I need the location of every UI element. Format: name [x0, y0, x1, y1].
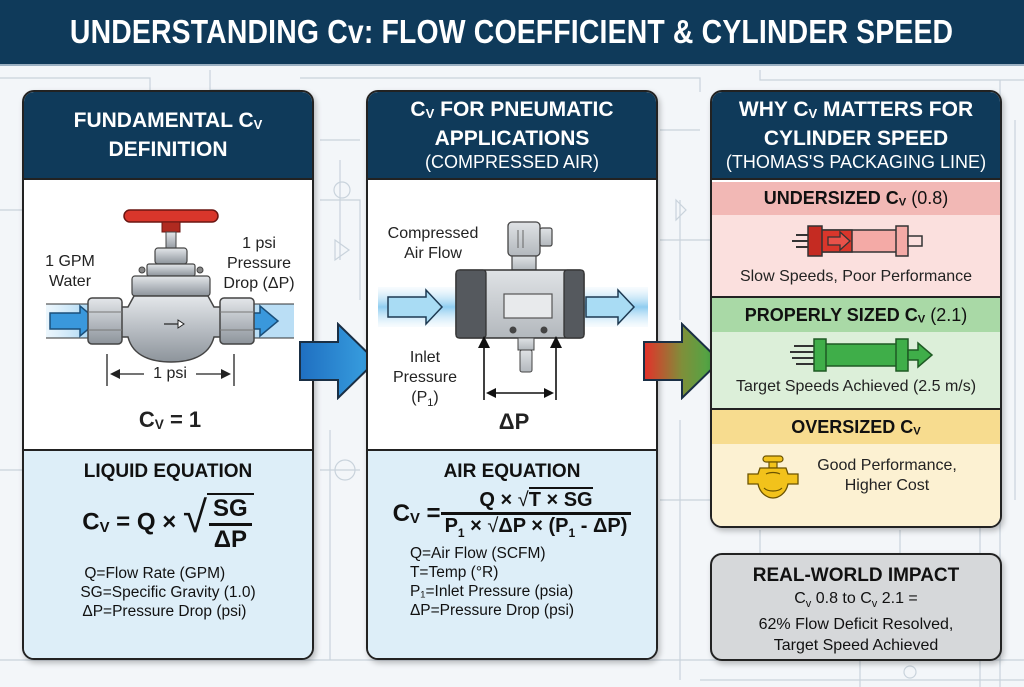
- properly-sized-section: PROPERLY SIZED CV (2.1) Target Speeds Ac…: [712, 298, 1000, 410]
- solenoid-valve-icon: [378, 221, 648, 400]
- impact-line-2: 62% Flow Deficit Resolved,: [758, 616, 954, 634]
- panel-header: FUNDAMENTAL CV DEFINITION: [24, 92, 312, 180]
- undersized-section: UNDERSIZED CV (0.8) Slow Speeds, Poor Pe…: [712, 182, 1000, 298]
- liquid-equation-box: LIQUID EQUATION CV = Q × √ SG ΔP Q=Flow …: [24, 449, 312, 658]
- section-text: Target Speeds Achieved (2.5 m/s): [735, 378, 977, 395]
- blue-transition-arrow-icon: [299, 322, 378, 400]
- panel-title: FUNDAMENTAL C: [73, 109, 254, 133]
- sqrt-symbol: √: [182, 493, 208, 542]
- equation-title: LIQUID EQUATION: [83, 461, 253, 482]
- oversized-valve-icon: [747, 455, 799, 499]
- panel-title: FOR PNEUMATIC: [434, 98, 614, 122]
- sqrt-symbol: √: [517, 489, 529, 511]
- impact-line-1: Cv 0.8 to Cv 2.1 =: [794, 590, 918, 611]
- dimension-label: 1 psi: [153, 365, 187, 382]
- liquid-equation: CV = Q × √ SG ΔP: [24, 493, 312, 554]
- impact-title: REAL-WORLD IMPACT: [752, 565, 960, 586]
- red-green-transition-arrow-icon: [643, 322, 722, 400]
- page-header: UNDERSTANDING Cv: FLOW COEFFICIENT & CYL…: [0, 0, 1024, 66]
- panel-header: WHY CV MATTERS FOR CYLINDER SPEED (THOMA…: [712, 92, 1000, 180]
- panel-title: WHY C: [738, 98, 809, 122]
- air-equation-box: AIR EQUATION CV = Q × √T × SG P1 × √ΔP ×…: [368, 449, 656, 658]
- panel-subtitle: (THOMAS'S PACKAGING LINE): [725, 151, 987, 172]
- impact-line-3: Target Speed Achieved: [773, 637, 939, 655]
- pressure-drop-label: 1 psi Pressure Drop (ΔP): [223, 235, 295, 292]
- pneumatic-cv-panel: CV FOR PNEUMATIC APPLICATIONS (COMPRESSE…: [366, 90, 658, 660]
- equation-title: AIR EQUATION: [443, 461, 581, 482]
- panel-subtitle: (COMPRESSED AIR): [424, 151, 600, 172]
- air-equation: CV = Q × √T × SG P1 × √ΔP × (P1 - ΔP): [368, 487, 656, 540]
- fast-cylinder-icon: [790, 338, 934, 372]
- delta-p-label: ΔP: [498, 409, 530, 434]
- slow-cylinder-icon: [792, 225, 923, 257]
- page-title: UNDERSTANDING Cv: FLOW COEFFICIENT & CYL…: [70, 13, 954, 50]
- cv-result: CV = 1: [138, 407, 202, 433]
- equation-legend: Q=Air Flow (SCFM) T=Temp (°R) P₁=Inlet P…: [409, 544, 575, 619]
- section-text: Good Performance, Higher Cost: [817, 457, 957, 494]
- panel-header: CV FOR PNEUMATIC APPLICATIONS (COMPRESSE…: [368, 92, 656, 180]
- oversized-section: OVERSIZED CV Good Performance, Higher Co…: [712, 410, 1000, 526]
- fundamental-cv-panel: FUNDAMENTAL CV DEFINITION: [22, 90, 314, 660]
- cylinder-speed-panel: WHY CV MATTERS FOR CYLINDER SPEED (THOMA…: [710, 90, 1002, 528]
- sqrt-symbol: √: [487, 514, 499, 537]
- real-world-impact-box: REAL-WORLD IMPACT Cv 0.8 to Cv 2.1 = 62%…: [710, 553, 1002, 661]
- equation-legend: Q=Flow Rate (GPM) SG=Specific Gravity (1…: [80, 564, 256, 620]
- inflow-label: 1 GPM Water: [45, 253, 95, 290]
- section-text: Slow Speeds, Poor Performance: [739, 268, 973, 285]
- inlet-pressure-label: Inlet Pressure (P1): [392, 349, 458, 410]
- panel-title-line2: DEFINITION: [108, 137, 228, 161]
- compressed-air-label: Compressed Air Flow: [387, 225, 479, 262]
- globe-valve-icon: [46, 209, 294, 386]
